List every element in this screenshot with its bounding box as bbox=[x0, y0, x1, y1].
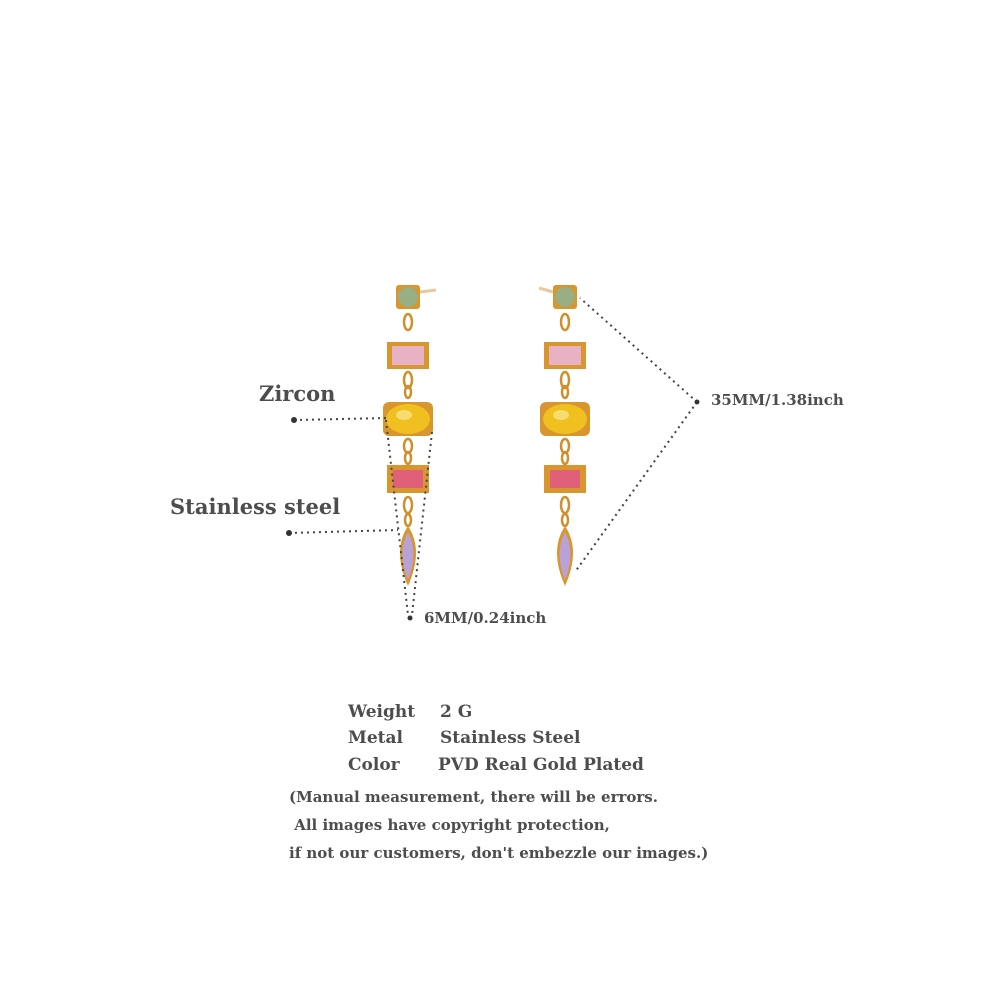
disclaimer-line: if not our customers, don't embezzle our… bbox=[289, 844, 709, 862]
disclaimer-line: (Manual measurement, there will be error… bbox=[289, 788, 658, 806]
spec-label: Metal bbox=[348, 728, 403, 748]
zircon-label: Zircon bbox=[259, 381, 336, 406]
spec-value: Stainless Steel bbox=[440, 728, 581, 748]
spec-value: PVD Real Gold Plated bbox=[438, 755, 644, 775]
post bbox=[538, 286, 554, 294]
disclaimer-line: All images have copyright protection, bbox=[289, 816, 610, 834]
stainless-steel-label: Stainless steel bbox=[170, 494, 341, 519]
left-earring bbox=[381, 283, 437, 588]
spec-value: 2 G bbox=[440, 702, 473, 722]
spec-label: Weight bbox=[348, 702, 416, 722]
callout-dots bbox=[286, 399, 700, 621]
post bbox=[419, 288, 437, 294]
spec-label: Color bbox=[348, 755, 400, 775]
width-dimension-label: 6MM/0.24inch bbox=[424, 609, 547, 627]
right-earring bbox=[538, 283, 592, 588]
length-dimension-label: 35MM/1.38inch bbox=[711, 391, 844, 409]
dimension-lines bbox=[288, 297, 698, 616]
